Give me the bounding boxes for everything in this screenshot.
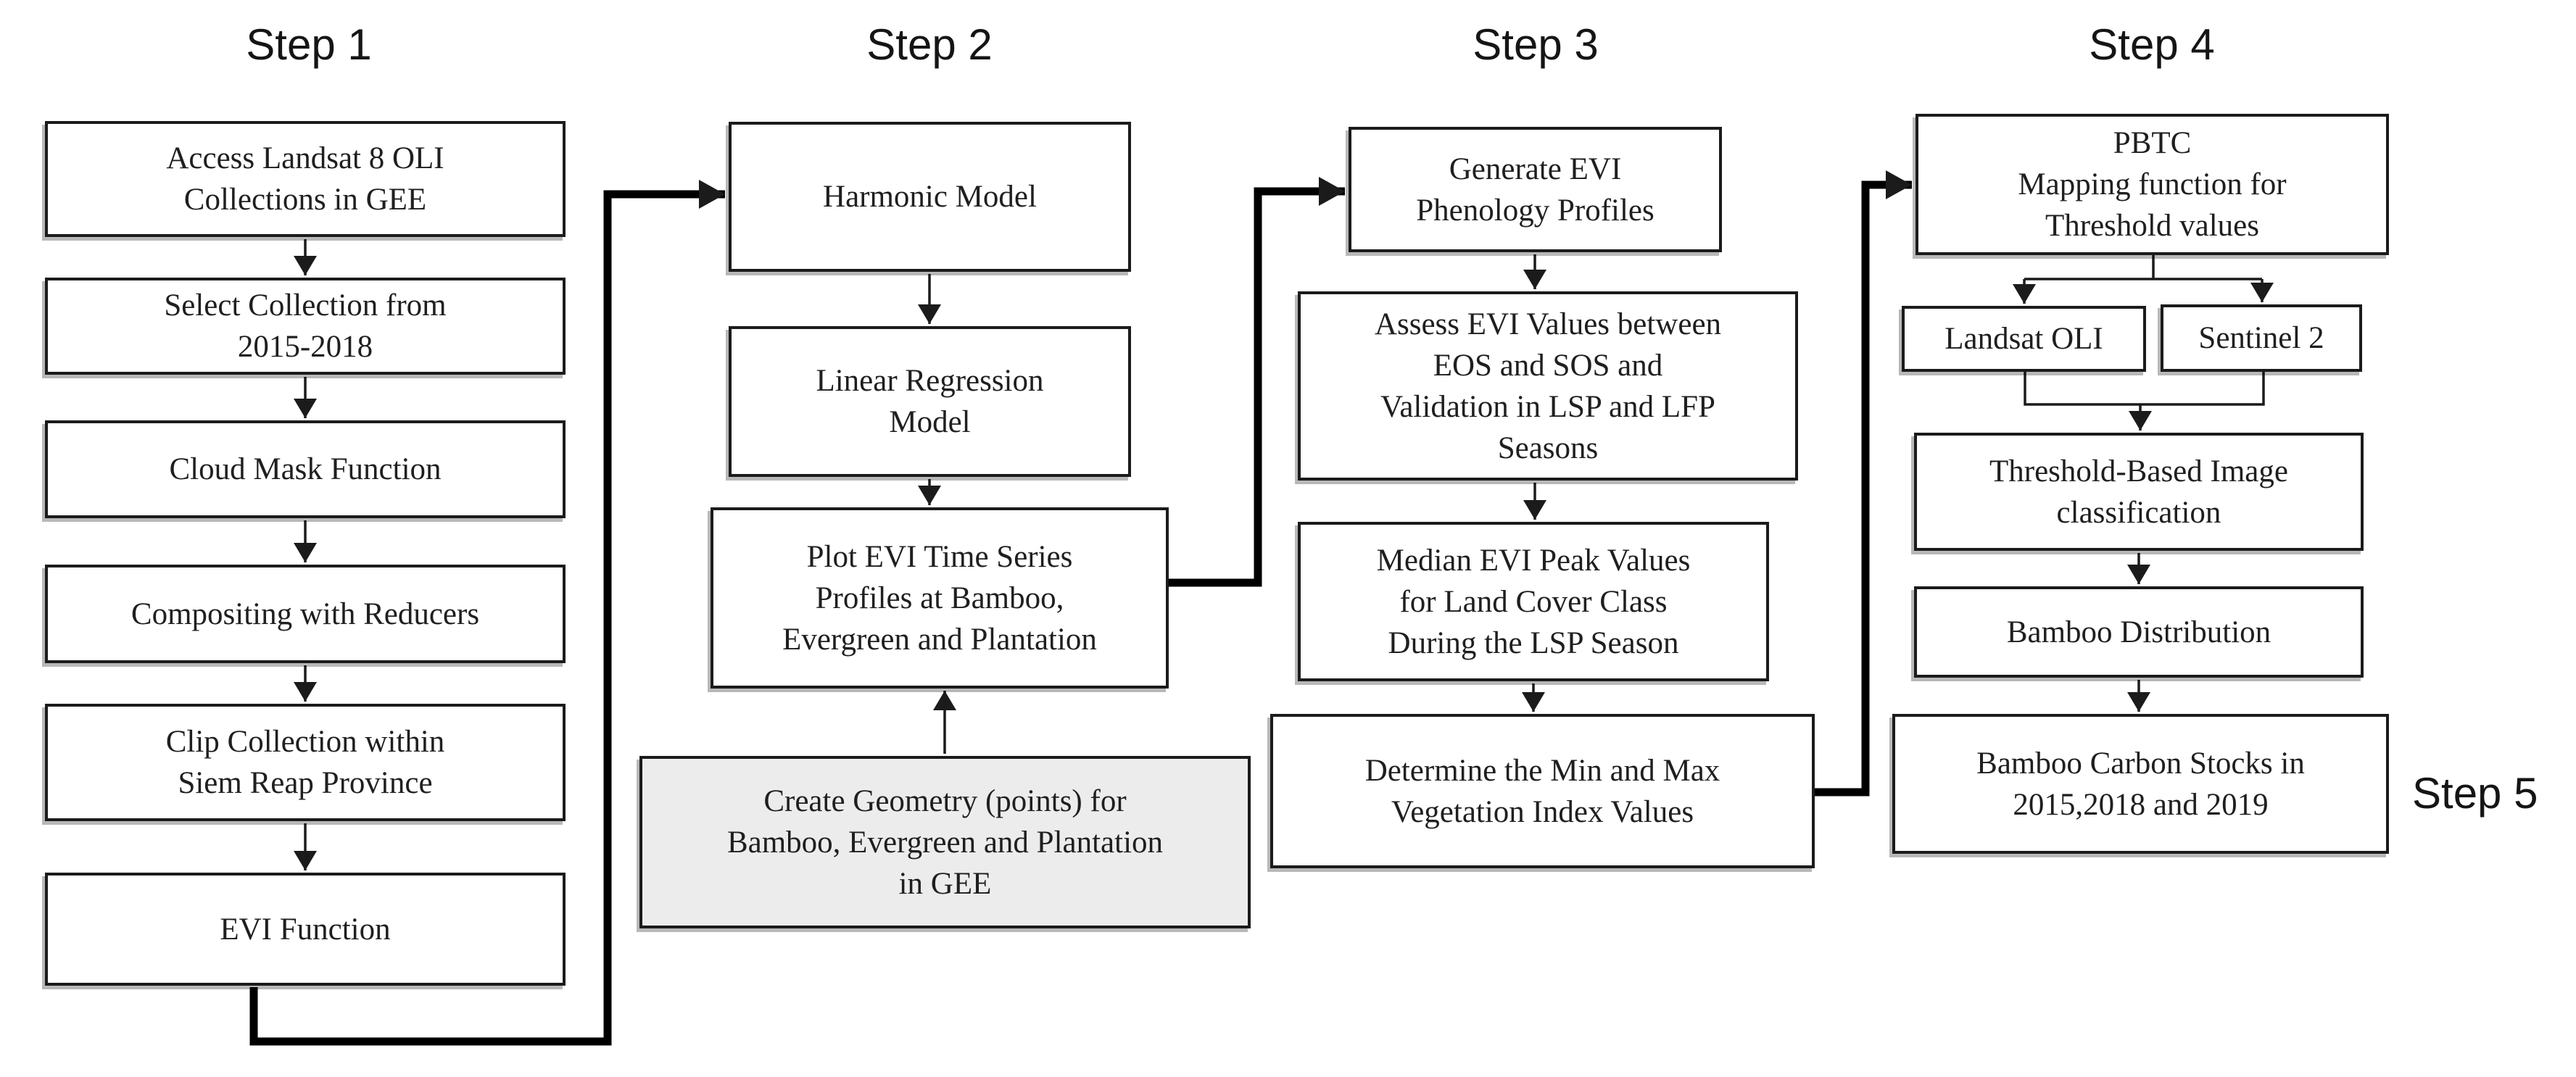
box-label: Select Collection from 2015-2018: [164, 288, 447, 364]
box-label: Sentinel 2: [2198, 321, 2324, 355]
step3-title: Step 3: [1473, 20, 1599, 69]
box-label: Harmonic Model: [823, 180, 1037, 214]
box-label: Bamboo Distribution: [2006, 615, 2271, 649]
box-label: Threshold-Based Image classification: [1989, 454, 2288, 530]
box-label: Cloud Mask Function: [169, 452, 442, 486]
box-plot-evi: Plot EVI Time Series Profiles at Bamboo,…: [711, 507, 1169, 689]
box-assess-evi: Assess EVI Values between EOS and SOS an…: [1298, 291, 1798, 481]
step4-title: Step 4: [2089, 20, 2215, 69]
box-label: Create Geometry (points) for Bamboo, Eve…: [726, 783, 1164, 901]
box-label: Determine the Min and Max Vegetation Ind…: [1364, 753, 1720, 829]
box-threshold-classification: Threshold-Based Image classification: [1914, 433, 2364, 551]
box-label: Bamboo Carbon Stocks in 2015,2018 and 20…: [1976, 746, 2305, 822]
step2-title: Step 2: [866, 20, 993, 69]
box-median-evi: Median EVI Peak Values for Land Cover Cl…: [1298, 522, 1769, 681]
box-bamboo-carbon: Bamboo Carbon Stocks in 2015,2018 and 20…: [1892, 714, 2389, 854]
box-determine-minmax: Determine the Min and Max Vegetation Ind…: [1270, 714, 1815, 868]
step1-title: Step 1: [246, 20, 372, 69]
box-label: EVI Function: [220, 912, 391, 947]
box-label: Landsat OLI: [1945, 322, 2103, 356]
box-label: Access Landsat 8 OLI Collections in GEE: [166, 141, 444, 217]
box-pbtc: PBTC Mapping function for Threshold valu…: [1916, 114, 2389, 255]
box-label: PBTC Mapping function for Threshold valu…: [2018, 126, 2287, 243]
box-evi-function: EVI Function: [45, 873, 566, 986]
connector-pbtc-split: [2024, 255, 2262, 280]
box-label: Plot EVI Time Series Profiles at Bamboo,…: [782, 539, 1097, 657]
box-label: Median EVI Peak Values for Land Cover Cl…: [1376, 543, 1691, 660]
box-label: Assess EVI Values between EOS and SOS an…: [1374, 307, 1722, 465]
box-compositing: Compositing with Reducers: [45, 565, 566, 663]
box-select-collection: Select Collection from 2015-2018: [45, 278, 566, 375]
box-sentinel2: Sentinel 2: [2161, 304, 2362, 372]
box-generate-evi: Generate EVI Phenology Profiles: [1349, 127, 1722, 252]
box-linear-regression: Linear Regression Model: [729, 326, 1131, 477]
box-label: Compositing with Reducers: [131, 596, 480, 631]
box-harmonic-model: Harmonic Model: [729, 122, 1131, 272]
box-label: Clip Collection within Siem Reap Provinc…: [165, 725, 445, 800]
box-access-landsat: Access Landsat 8 OLI Collections in GEE: [45, 121, 566, 237]
connector-sensor-merge: [2024, 372, 2265, 406]
box-bamboo-distribution: Bamboo Distribution: [1914, 586, 2364, 678]
box-landsat-oli: Landsat OLI: [1902, 306, 2146, 372]
box-label: Linear Regression Model: [816, 364, 1044, 439]
step5-title: Step 5: [2412, 769, 2538, 818]
box-label: Generate EVI Phenology Profiles: [1416, 151, 1654, 228]
connector-step3-to-step4: [1815, 170, 1912, 797]
box-create-geometry: Create Geometry (points) for Bamboo, Eve…: [639, 756, 1251, 928]
box-clip-collection: Clip Collection within Siem Reap Provinc…: [45, 704, 566, 821]
box-cloud-mask: Cloud Mask Function: [45, 420, 566, 518]
